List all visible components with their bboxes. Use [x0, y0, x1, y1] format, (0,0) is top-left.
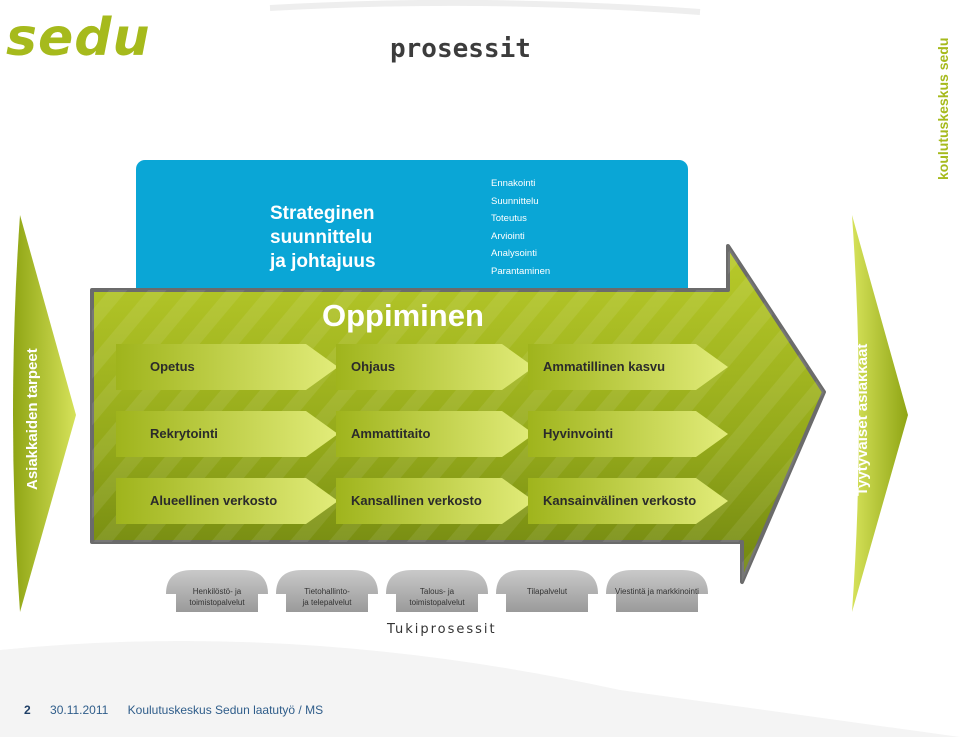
support-label: Talous- ja toimistopalvelut: [387, 586, 487, 608]
sedu-logo: sedu: [6, 8, 151, 68]
footer-text: Koulutuskeskus Sedun laatutyö / MS: [127, 703, 324, 717]
strategy-list: Ennakointi Suunnittelu Toteutus Arvioint…: [491, 175, 550, 280]
support-label-line: Tietohallinto-: [304, 587, 350, 596]
strategy-title: Strateginen suunnittelu ja johtajuus: [270, 202, 480, 274]
strategy-item: Arviointi: [491, 230, 525, 242]
strategy-item: Parantaminen: [491, 265, 551, 277]
row-label: Kansallinen verkosto: [351, 493, 482, 508]
strategy-box: [136, 160, 688, 310]
right-side-label: Tyytyväiset asiakkaat: [854, 343, 871, 496]
left-needs-triangle: [13, 215, 76, 612]
support-label: Tilapalvelut: [497, 586, 597, 597]
support-label: Viestintä ja markkinointi: [607, 586, 707, 597]
left-side-label: Asiakkaiden tarpeet: [24, 348, 41, 490]
strategy-title-line1: Strateginen suunnittelu: [270, 203, 375, 248]
support-label: Tietohallinto- ja telepalvelut: [277, 586, 377, 608]
row-label: Ammattitaito: [351, 426, 431, 441]
support-label-line: toimistopalvelut: [409, 598, 465, 607]
support-arrows: [166, 570, 708, 612]
row-label: Rekrytointi: [150, 426, 218, 441]
row-label: Ammatillinen kasvu: [543, 359, 666, 374]
support-label-line: Henkilöstö- ja: [192, 587, 242, 596]
support-label: Henkilöstö- ja toimistopalvelut: [167, 586, 267, 608]
footer-page-number: 2: [24, 703, 31, 717]
support-processes-title: Tukiprosessit: [387, 622, 497, 637]
row-label: Hyvinvointi: [543, 426, 614, 441]
row-label: Kansainvälinen verkosto: [543, 493, 697, 508]
support-label-line: Talous- ja: [419, 587, 455, 596]
footer: 2 30.11.2011 Koulutuskeskus Sedun laatut…: [24, 703, 339, 717]
strategy-item: Analysointi: [491, 248, 537, 259]
strategy-title-line2: ja johtajuus: [270, 251, 376, 272]
main-title: Oppiminen: [322, 298, 484, 333]
page-title: prosessit: [390, 34, 531, 64]
row-label: Ohjaus: [351, 359, 396, 374]
row-arrows: [116, 344, 728, 524]
support-label-line: ja telepalvelut: [302, 598, 352, 607]
footer-date: 30.11.2011: [50, 703, 109, 717]
support-label-line: Tilapalvelut: [526, 587, 568, 596]
strategy-item: Toteutus: [491, 213, 527, 224]
row-label: Opetus: [150, 359, 195, 374]
support-label-line: toimistopalvelut: [189, 598, 245, 607]
row-label: Alueellinen verkosto: [150, 493, 278, 508]
strategy-item: Suunnittelu: [491, 195, 539, 207]
support-label-line: Viestintä ja markkinointi: [615, 587, 699, 596]
right-satisfied-triangle: [852, 215, 908, 612]
strategy-item: Ennakointi: [491, 178, 536, 189]
